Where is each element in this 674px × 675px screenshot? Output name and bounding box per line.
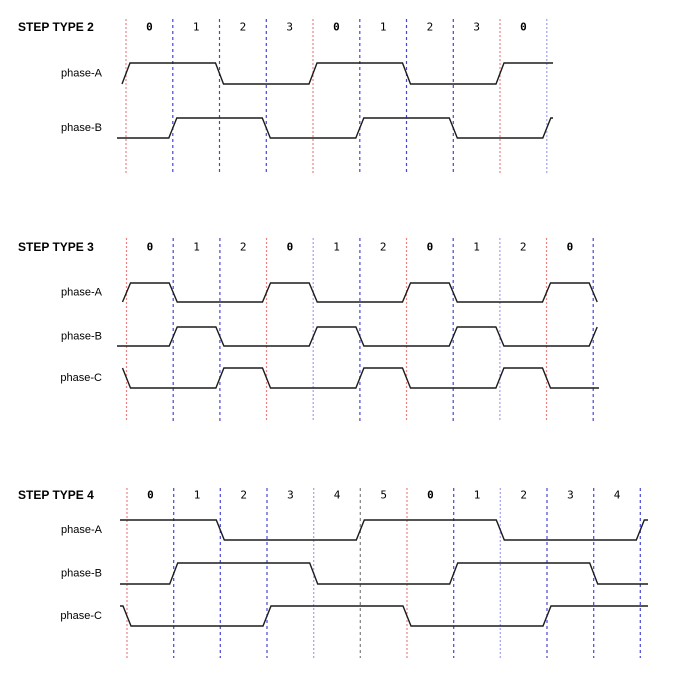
step-label: 0 [146, 21, 153, 34]
step-label: 0 [147, 489, 154, 502]
step-label: 5 [380, 489, 387, 502]
step-label: 2 [240, 21, 247, 34]
step-label: 0 [333, 21, 340, 34]
phase-label: phase-A [61, 68, 103, 80]
diagram-title: STEP TYPE 4 [18, 488, 94, 502]
step-label: 2 [427, 21, 434, 34]
step-label: 1 [380, 21, 387, 34]
step-label: 2 [380, 241, 387, 254]
waveform-phase-A [121, 282, 598, 303]
step-label: 1 [194, 489, 201, 502]
phase-label: phase-C [60, 372, 102, 384]
step-label: 0 [147, 241, 154, 254]
step-label: 4 [614, 489, 621, 502]
step-label: 2 [520, 489, 527, 502]
step-label: 3 [287, 489, 294, 502]
waveform-phase-C [120, 605, 648, 627]
diagram-step-type-2: STEP TYPE 2 0 1 2 3 0 1 2 3 0 phase-A phase-B [18, 19, 553, 175]
step-label: 1 [474, 489, 481, 502]
diagram-title: STEP TYPE 3 [18, 240, 94, 254]
phase-label: phase-C [60, 610, 102, 622]
step-label: 2 [520, 241, 527, 254]
phase-label: phase-B [61, 568, 102, 580]
phase-label: phase-B [61, 122, 102, 134]
waveform-phase-C [121, 367, 599, 389]
step-label: 0 [427, 241, 434, 254]
step-label: 2 [240, 241, 247, 254]
phase-label: phase-A [61, 524, 103, 536]
step-label: 0 [520, 21, 527, 34]
step-label: 4 [334, 489, 341, 502]
waveform-phase-A [120, 519, 648, 541]
phase-label: phase-B [61, 331, 102, 343]
step-label: 1 [193, 21, 200, 34]
step-label: 0 [427, 489, 434, 502]
step-label: 1 [473, 241, 480, 254]
step-label: 3 [286, 21, 293, 34]
diagram-title: STEP TYPE 2 [18, 20, 94, 34]
waveform-phase-A [121, 62, 553, 85]
step-label: 3 [567, 489, 574, 502]
waveform-phase-B [117, 326, 598, 347]
waveform-phase-B [120, 562, 648, 585]
step-label: 0 [287, 241, 294, 254]
step-label: 2 [240, 489, 247, 502]
step-label: 1 [193, 241, 200, 254]
diagram-step-type-3: STEP TYPE 3 0 1 2 0 1 2 0 1 2 0 phase-A phase-B phase… [18, 238, 599, 422]
diagram-step-type-4: STEP TYPE 4 0 1 2 3 4 5 0 1 2 3 4 phase-A phase-B phas… [18, 488, 648, 658]
step-label: 1 [333, 241, 340, 254]
step-label: 0 [567, 241, 574, 254]
step-label: 3 [473, 21, 480, 34]
waveform-phase-B [117, 117, 553, 139]
phase-label: phase-A [61, 287, 103, 299]
